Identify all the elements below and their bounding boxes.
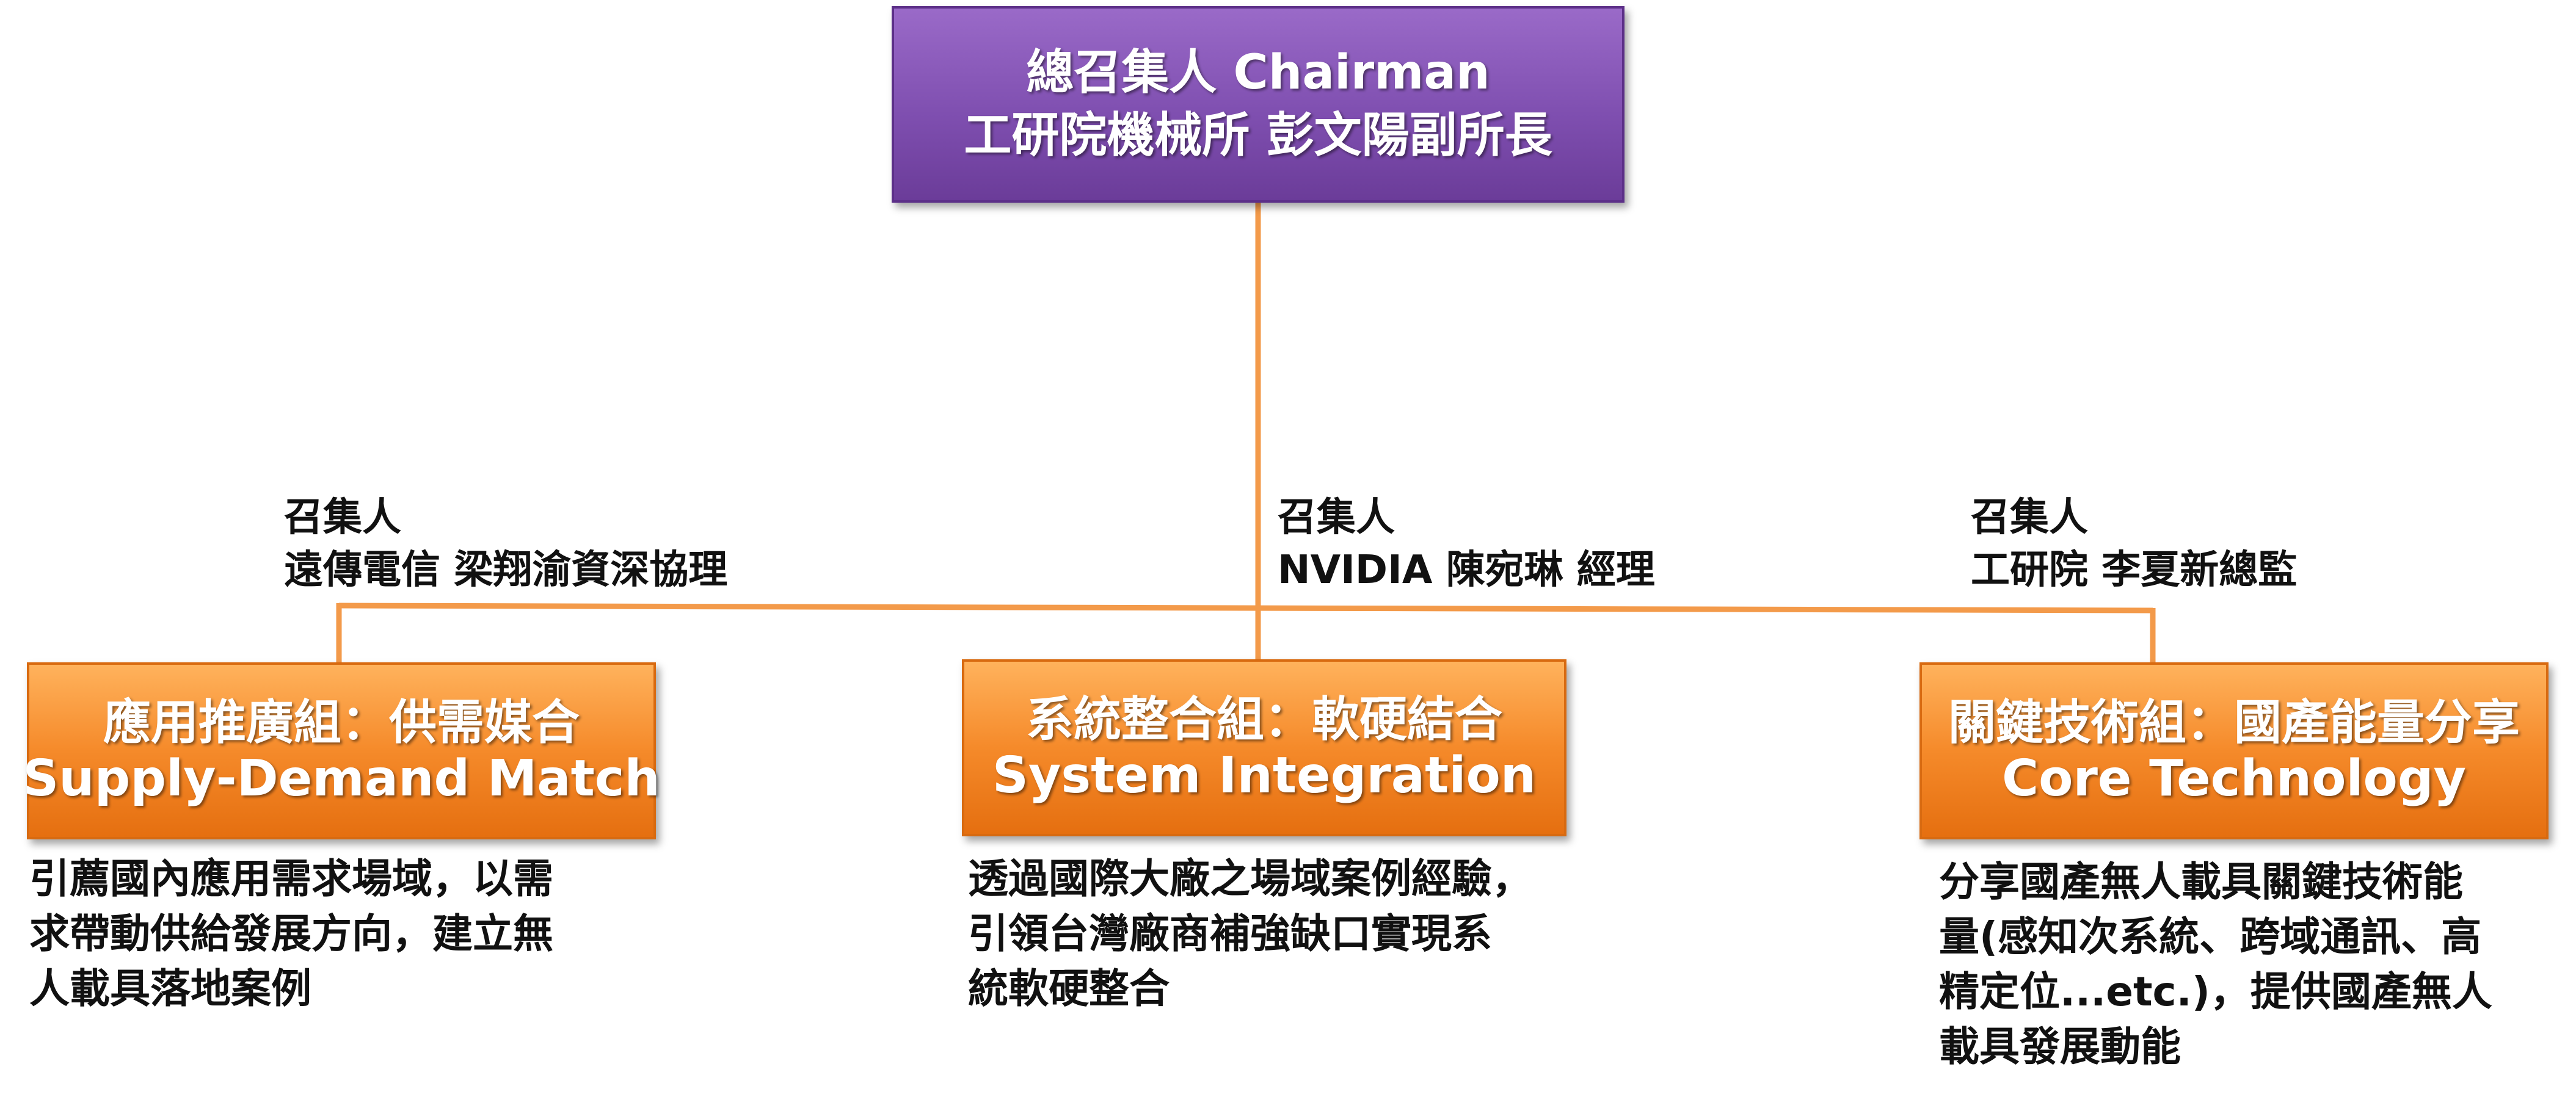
- description-line: 求帶動供給發展方向，建立無: [29, 910, 553, 957]
- group-name-en: Supply-Demand Match: [23, 750, 660, 808]
- chairman-name: 工研院機械所 彭文陽副所長: [964, 108, 1552, 163]
- description-line: 人載具落地案例: [29, 965, 311, 1012]
- lead-title: 召集人: [284, 495, 401, 540]
- group-description-supply-demand: 引薦國內應用需求場域，以需 求帶動供給發展方向，建立無 人載具落地案例: [29, 852, 553, 1016]
- lead-title: 召集人: [1278, 495, 1395, 540]
- group-description-core-technology: 分享國產無人載具關鍵技術能 量(感知次系統、跨域通訊、高 精定位...etc.)…: [1939, 855, 2492, 1074]
- lead-name: 遠傳電信 梁翔渝資深協理: [284, 548, 728, 593]
- chairman-title: 總召集人 Chairman: [1026, 45, 1490, 101]
- group-name-zh: 系統整合組：軟硬結合: [1025, 692, 1502, 748]
- group-name-en: Core Technology: [2001, 750, 2467, 808]
- group-description-system-integration: 透過國際大廠之場域案例經驗， 引領台灣廠商補強缺口實現系 統軟硬整合: [968, 852, 1532, 1016]
- description-line: 引薦國內應用需求場域，以需: [29, 855, 553, 902]
- description-line: 分享國產無人載具關鍵技術能: [1939, 858, 2463, 905]
- description-line: 引領台灣廠商補強缺口實現系: [968, 910, 1492, 957]
- description-line: 量(感知次系統、跨域通訊、高: [1939, 913, 2482, 960]
- group-box-core-technology: 關鍵技術組：國產能量分享 Core Technology: [1919, 662, 2549, 839]
- connector-horizontal-bar: [338, 603, 2153, 614]
- group-lead-system-integration: 召集人 NVIDIA 陳宛琳 經理: [1278, 491, 1655, 596]
- description-line: 透過國際大廠之場域案例經驗，: [968, 855, 1532, 902]
- group-name-zh: 關鍵技術組：國產能量分享: [1948, 695, 2520, 751]
- group-name-zh: 應用推廣組：供需媒合: [103, 695, 580, 751]
- description-line: 統軟硬整合: [968, 965, 1170, 1012]
- group-lead-supply-demand: 召集人 遠傳電信 梁翔渝資深協理: [284, 491, 727, 596]
- group-box-system-integration: 系統整合組：軟硬結合 System Integration: [962, 659, 1566, 836]
- group-name-en: System Integration: [992, 747, 1537, 805]
- lead-name: NVIDIA 陳宛琳 經理: [1278, 548, 1655, 593]
- lead-name: 工研院 李夏新總監: [1971, 548, 2298, 593]
- group-lead-core-technology: 召集人 工研院 李夏新總監: [1971, 491, 2297, 596]
- description-line: 精定位...etc.)，提供國產無人: [1939, 968, 2492, 1015]
- lead-title: 召集人: [1971, 495, 2088, 540]
- group-box-supply-demand: 應用推廣組：供需媒合 Supply-Demand Match: [23, 662, 660, 839]
- chairman-box: 總召集人 Chairman 工研院機械所 彭文陽副所長: [892, 6, 1625, 203]
- description-line: 載具發展動能: [1939, 1023, 2181, 1070]
